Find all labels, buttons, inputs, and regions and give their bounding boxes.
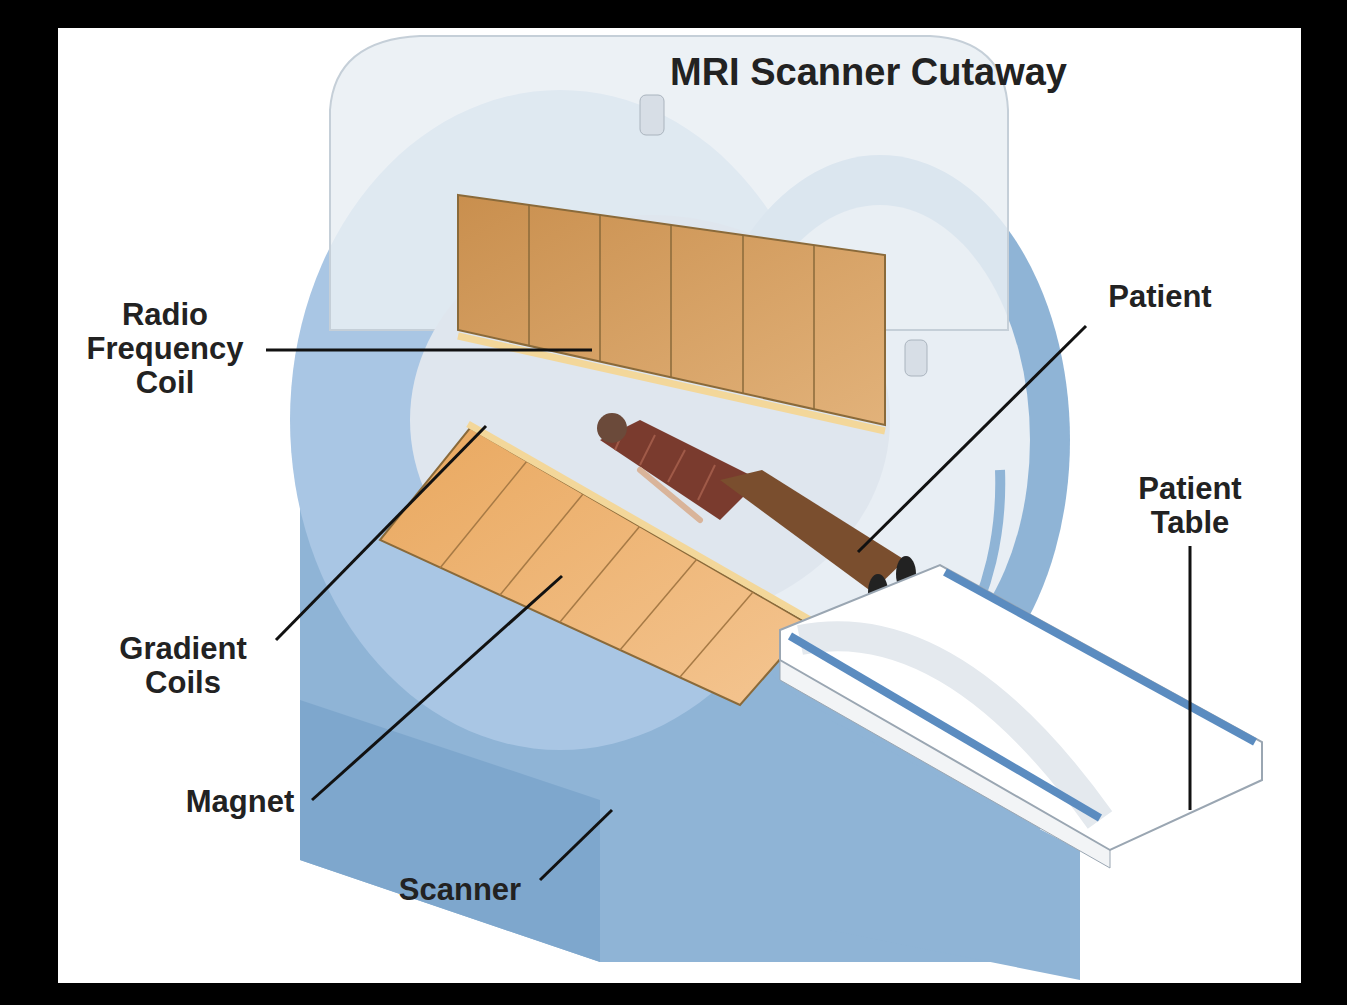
leader-line	[266, 349, 592, 352]
coil-segments	[529, 205, 814, 409]
rf-coil-strip	[468, 424, 812, 621]
coil-segment	[742, 235, 744, 393]
coil-segment	[813, 245, 815, 409]
coil-segment	[620, 559, 697, 650]
leader-lines	[266, 326, 1190, 880]
patient-head	[597, 413, 627, 443]
coil-segment	[680, 592, 753, 677]
leader-line	[276, 426, 486, 640]
part-label: Magnet	[165, 785, 315, 819]
leader-line	[858, 326, 1086, 552]
stripe	[698, 465, 715, 500]
leader-line	[540, 810, 612, 880]
leader-line	[312, 576, 562, 800]
coil-segment	[599, 215, 601, 362]
coil-segment	[560, 526, 640, 622]
leader-line	[1189, 546, 1192, 810]
coil-segment	[670, 225, 672, 378]
part-label: Patient	[1085, 280, 1235, 314]
part-label: Radio Frequency Coil	[65, 298, 265, 400]
table-rail	[945, 572, 1255, 742]
coil-segment	[440, 461, 527, 568]
table-rail	[790, 636, 1100, 818]
part-label: Gradient Coils	[88, 632, 278, 700]
cryo-port	[905, 340, 927, 376]
part-label: Patient Table	[1110, 472, 1270, 540]
part-label: Scanner	[375, 873, 545, 907]
cryo-port	[640, 95, 664, 135]
coil-segment	[500, 494, 583, 595]
gradient-coil-top	[458, 195, 885, 425]
stripe	[640, 435, 655, 465]
stripe	[668, 450, 685, 482]
background-panel	[58, 28, 1301, 983]
diagram-title: MRI Scanner Cutaway	[670, 50, 1067, 94]
coil-segment	[528, 205, 530, 346]
patient-arm	[640, 470, 700, 520]
